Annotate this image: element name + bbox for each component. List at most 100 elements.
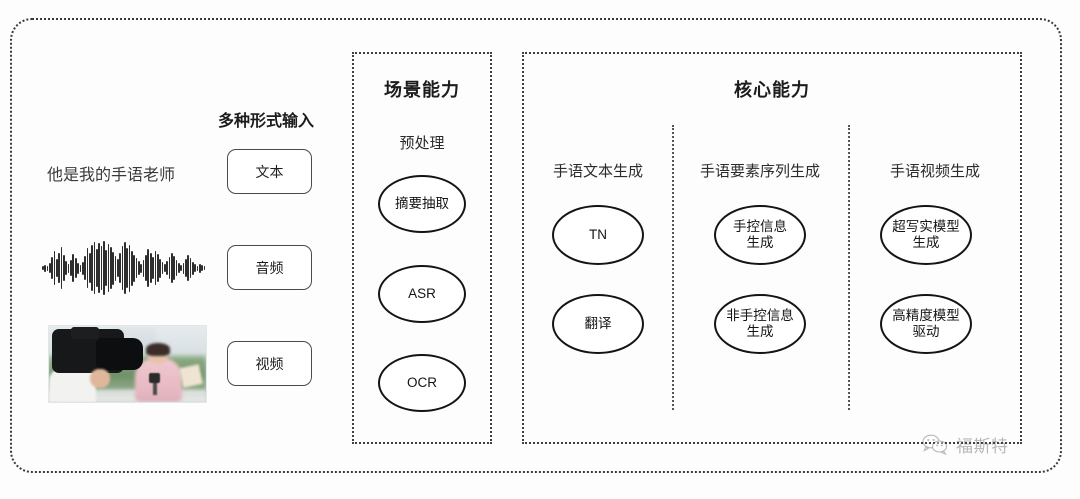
waveform-bar xyxy=(145,255,147,281)
waveform-bar xyxy=(60,247,63,289)
waveform-bar xyxy=(84,256,86,280)
scene-capability-panel: 场景能力 xyxy=(352,52,492,444)
waveform-bar xyxy=(91,245,93,291)
core-panel-title: 核心能力 xyxy=(734,80,810,100)
sample-sentence-text: 他是我的手语老师 xyxy=(47,167,176,184)
thumb-operator-hand xyxy=(89,368,111,389)
waveform-bar xyxy=(105,250,107,286)
core-column-divider-2 xyxy=(848,125,850,410)
modality-box-audio[interactable]: 音频 xyxy=(227,245,312,290)
modality-label-text: 文本 xyxy=(255,163,284,180)
waveform-bar xyxy=(100,246,103,290)
waveform-bar xyxy=(203,266,206,270)
node-scene-1[interactable]: ASR xyxy=(378,265,466,323)
waveform-bar xyxy=(81,261,84,275)
outer-frame xyxy=(10,18,1062,473)
node-scene-2[interactable]: OCR xyxy=(378,354,466,412)
waveform-bar xyxy=(154,251,157,285)
waveform-bar xyxy=(147,249,150,287)
waveform-bar xyxy=(95,249,98,287)
waveform-bar xyxy=(199,263,201,273)
node-core-1-0[interactable]: 手控信息 生成 xyxy=(714,205,806,265)
waveform-bar xyxy=(161,262,164,274)
waveform-bar xyxy=(56,259,58,277)
waveform-bar xyxy=(53,251,56,285)
waveform-bar xyxy=(74,258,77,278)
waveform-bar xyxy=(180,265,182,271)
waveform-bar xyxy=(119,253,122,283)
waveform-bar xyxy=(159,258,161,278)
waveform-bar xyxy=(131,250,133,286)
waveform-bar xyxy=(44,264,47,272)
core-column-divider-1 xyxy=(672,125,674,410)
waveform-bar xyxy=(170,253,173,283)
thumb-camera-hood xyxy=(70,326,100,339)
waveform-bar xyxy=(149,253,152,283)
node-core-2-0[interactable]: 超写实模型 生成 xyxy=(880,205,972,265)
waveform-bar xyxy=(175,260,178,276)
waveform-bar xyxy=(138,261,140,275)
waveform-bar xyxy=(177,263,180,273)
modality-box-video[interactable]: 视频 xyxy=(227,341,312,386)
waveform-bar xyxy=(163,264,166,272)
waveform-bar xyxy=(126,248,129,288)
waveform-bar xyxy=(42,266,44,270)
waveform-bar xyxy=(107,244,110,292)
node-core-0-0[interactable]: TN xyxy=(552,205,644,265)
waveform-bar xyxy=(121,246,124,290)
waveform-bar xyxy=(142,259,145,277)
waveform-bar xyxy=(166,261,168,275)
node-core-0-1[interactable]: 翻译 xyxy=(552,294,644,354)
thumb-mic-stem xyxy=(152,381,157,396)
waveform-bar xyxy=(102,241,105,295)
waveform-bar xyxy=(88,253,91,283)
waveform-bar xyxy=(152,257,154,279)
waveform-bar xyxy=(196,265,199,271)
core-column-0-header: 手语文本生成 xyxy=(552,163,643,180)
waveform-bar xyxy=(67,263,70,273)
waveform-bar xyxy=(156,254,159,282)
waveform-bar xyxy=(168,257,171,279)
waveform-bar xyxy=(79,264,82,272)
core-capability-panel: 核心能力 xyxy=(522,52,1022,444)
waveform-bar xyxy=(46,265,49,271)
scene-group-label: 预处理 xyxy=(399,135,445,152)
waveform-bar xyxy=(77,262,79,274)
waveform-bar xyxy=(201,265,204,271)
waveform-bar xyxy=(184,259,187,277)
core-column-1-header: 手语要素序列生成 xyxy=(699,163,820,180)
waveform-bar xyxy=(135,258,138,278)
audio-waveform-icon xyxy=(42,240,206,296)
waveform-bar xyxy=(133,254,136,282)
thumb-reporter-hair xyxy=(146,343,170,356)
waveform-bar xyxy=(140,263,143,273)
waveform-bar xyxy=(187,255,189,281)
waveform-bar xyxy=(93,242,96,294)
waveform-bar xyxy=(124,242,126,294)
waveform-bar xyxy=(109,247,112,289)
waveform-bar xyxy=(86,248,89,288)
modality-box-text[interactable]: 文本 xyxy=(227,149,312,194)
waveform-bar xyxy=(49,263,51,273)
modality-label-audio: 音频 xyxy=(255,259,284,276)
waveform-bar xyxy=(63,255,65,281)
waveform-bar xyxy=(98,243,100,293)
input-section-heading: 多种形式输入 xyxy=(218,113,315,130)
waveform-bar xyxy=(72,254,75,282)
waveform-bar xyxy=(70,260,72,276)
waveform-bar xyxy=(173,256,175,280)
node-core-2-1[interactable]: 高精度模型 驱动 xyxy=(880,294,972,354)
thumb-microphone xyxy=(149,373,161,383)
core-column-2-header: 手语视频生成 xyxy=(889,163,980,180)
scene-panel-title: 场景能力 xyxy=(384,80,460,100)
waveform-bar xyxy=(117,259,119,277)
wechat-logo-icon xyxy=(920,434,950,456)
modality-label-video: 视频 xyxy=(255,355,284,372)
video-thumbnail-icon xyxy=(48,325,207,403)
node-core-1-1[interactable]: 非手控信息 生成 xyxy=(714,294,806,354)
waveform-bar xyxy=(65,261,68,275)
waveform-bar xyxy=(112,251,114,285)
watermark: 福斯特 xyxy=(920,432,1009,457)
node-scene-0[interactable]: 摘要抽取 xyxy=(378,175,466,233)
